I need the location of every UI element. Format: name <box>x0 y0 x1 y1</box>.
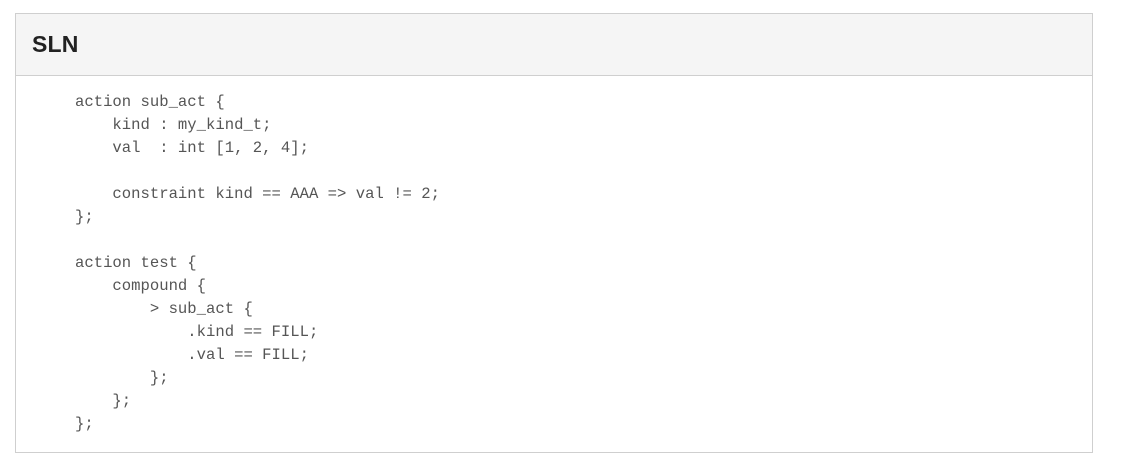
code-panel: SLN action sub_act { kind : my_kind_t; v… <box>15 13 1093 453</box>
code-line: constraint kind == AAA => val != 2; <box>75 185 440 203</box>
code-line: }; <box>75 415 94 433</box>
code-line: .val == FILL; <box>75 346 309 364</box>
code-line: action sub_act { <box>75 93 225 111</box>
code-line: action test { <box>75 254 197 272</box>
panel-title: SLN <box>32 31 79 57</box>
code-line: compound { <box>75 277 207 295</box>
code-line <box>75 160 1092 183</box>
code-line: }; <box>75 208 94 226</box>
code-block: action sub_act { kind : my_kind_t; val :… <box>16 76 1092 436</box>
code-line <box>75 229 1092 252</box>
panel-header: SLN <box>16 14 1092 76</box>
code-line: }; <box>75 392 132 410</box>
code-line: > sub_act { <box>75 300 253 318</box>
code-line: kind : my_kind_t; <box>75 116 272 134</box>
code-line: val : int [1, 2, 4]; <box>75 139 309 157</box>
code-line: .kind == FILL; <box>75 323 319 341</box>
code-line: }; <box>75 369 169 387</box>
